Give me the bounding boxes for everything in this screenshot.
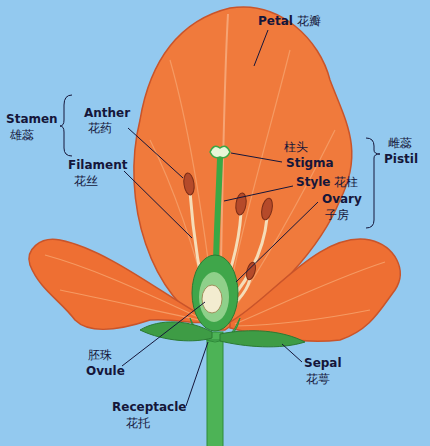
ovary xyxy=(192,255,238,331)
part-label: Pistil xyxy=(384,152,418,166)
leader-line xyxy=(282,344,302,362)
pistil xyxy=(192,146,238,331)
part-label: Stigma xyxy=(286,156,334,170)
leader-line xyxy=(124,171,192,238)
part-label: 柱头 xyxy=(284,140,308,154)
petals xyxy=(29,7,400,341)
part-label: Ovary xyxy=(322,192,362,206)
part-label: 花萼 xyxy=(306,372,330,386)
part-label: Stamen xyxy=(6,112,58,126)
leader-line xyxy=(186,342,208,406)
ovary-cavity xyxy=(199,272,229,322)
part-label: Sepal xyxy=(304,356,342,370)
part-label: Style xyxy=(296,175,330,189)
leader-line xyxy=(254,30,268,66)
part-label: Receptacle xyxy=(112,400,186,414)
petal-vein xyxy=(45,255,205,321)
stamen-bracket xyxy=(60,95,72,156)
part-label: Anther xyxy=(84,106,130,120)
style xyxy=(216,158,220,262)
part-label: 胚珠 xyxy=(88,348,112,362)
sepal xyxy=(220,331,305,347)
part-label: 花托 xyxy=(126,416,150,430)
anther xyxy=(260,197,274,221)
leader-line xyxy=(224,186,293,201)
part-label: 子房 xyxy=(325,208,349,222)
leader-line xyxy=(122,302,205,366)
right-petal xyxy=(230,239,400,341)
leader-line xyxy=(128,128,183,178)
part-label: 花柱 xyxy=(334,175,358,189)
pistil-bracket xyxy=(366,138,380,228)
leader-line xyxy=(231,153,282,162)
leader-lines xyxy=(60,30,380,406)
part-label: 花丝 xyxy=(74,174,98,188)
part-label: Petal xyxy=(258,14,293,28)
stem xyxy=(207,332,223,446)
ovule xyxy=(202,285,222,313)
anther xyxy=(183,172,196,195)
stigma xyxy=(210,146,230,158)
part-label: Filament xyxy=(68,158,127,172)
leader-line xyxy=(236,202,318,282)
part-label: 雌蕊 xyxy=(388,136,412,150)
part-label: 花瓣 xyxy=(297,14,321,28)
part-label: Ovule xyxy=(86,364,125,378)
part-label: 雄蕊 xyxy=(10,128,34,142)
part-label: 花药 xyxy=(88,121,112,135)
left-petal xyxy=(29,239,210,329)
petal-vein xyxy=(235,262,385,326)
